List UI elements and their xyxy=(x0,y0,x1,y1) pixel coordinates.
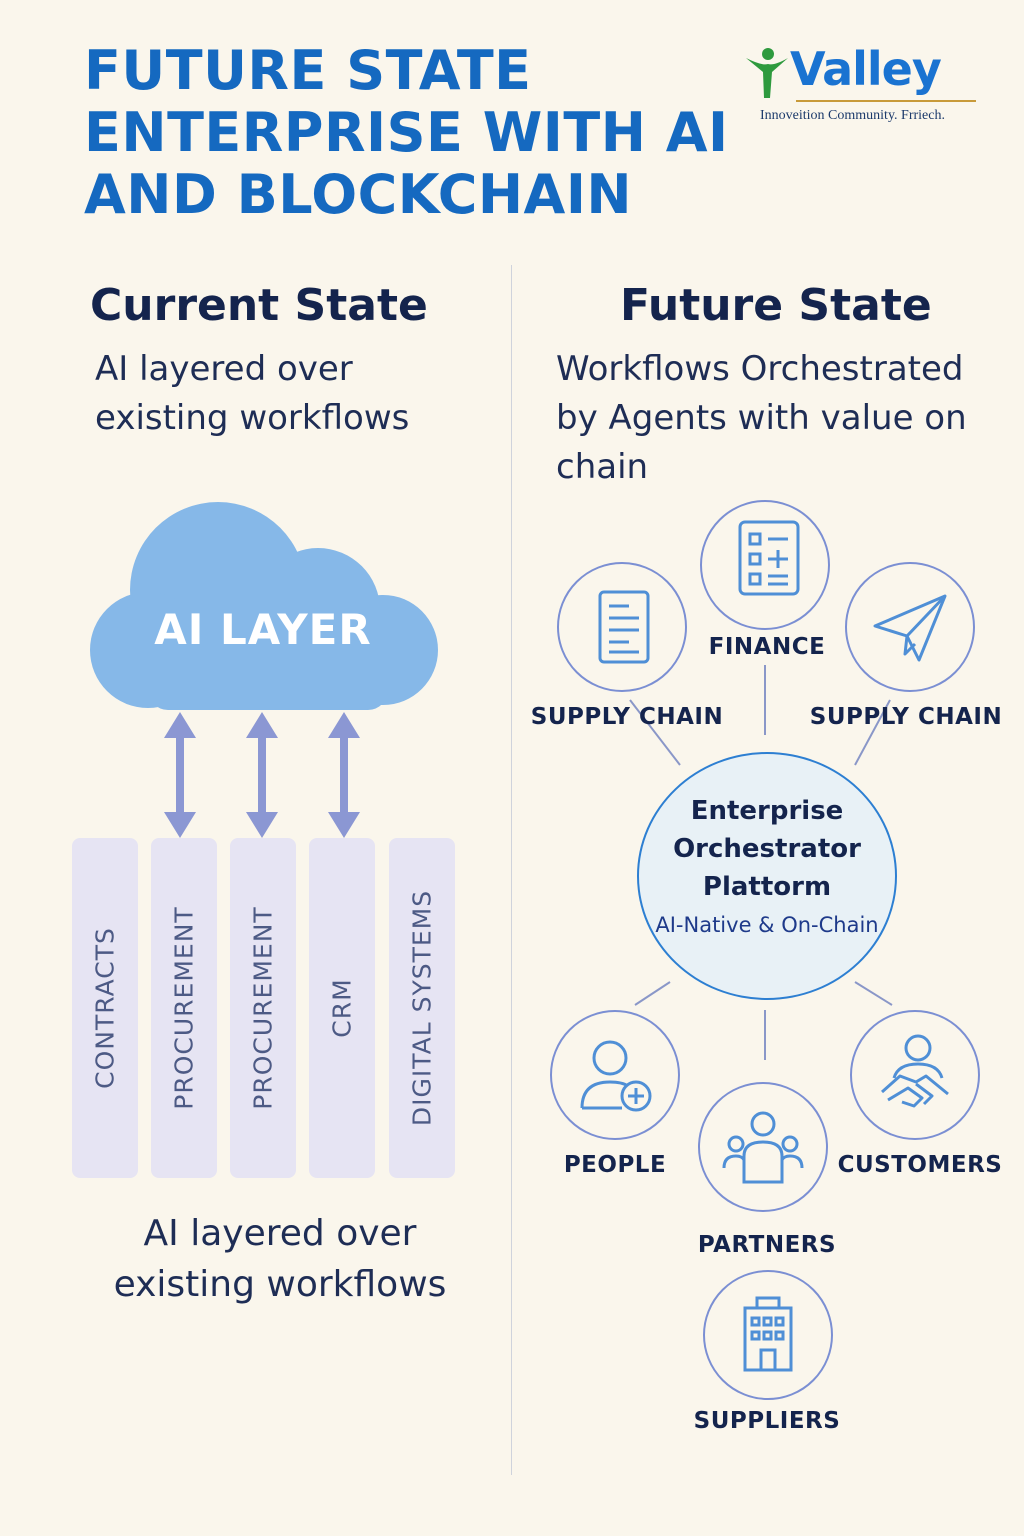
logo-tagline: Innoveition Community. Frriech. xyxy=(760,108,945,123)
current-state-caption: AI layered over existing workflows xyxy=(113,1213,447,1305)
suppliers-node xyxy=(703,1270,833,1400)
people-node xyxy=(550,1010,680,1140)
paper-plane-icon xyxy=(873,594,947,662)
current-state-subtitle: AI layered over existing workflows xyxy=(95,349,410,438)
supply-chain-label-left: SUPPLY CHAIN xyxy=(530,704,724,730)
column-label: DIGITAL SYSTEMS xyxy=(407,889,437,1127)
section-divider xyxy=(511,265,512,1475)
column-label: PROCUREMENT xyxy=(169,906,199,1110)
suppliers-label: SUPPLIERS xyxy=(693,1408,841,1434)
handshake-icon xyxy=(881,1034,949,1108)
building-icon xyxy=(743,1296,793,1372)
page-title: FUTURE STATE ENTERPRISE WITH AI AND BLOC… xyxy=(84,40,729,226)
system-column-crm: CRM xyxy=(309,838,375,1178)
supply-chain-node-right xyxy=(845,562,975,692)
double-arrow-icon xyxy=(164,712,360,838)
logo-underline xyxy=(796,100,976,102)
enterprise-orchestrator-hub: Enterprise Orchestrator Plattorm AI-Nati… xyxy=(637,752,897,1000)
column-label: PROCUREMENT xyxy=(248,906,278,1110)
title-line-1: FUTURE STATE xyxy=(84,39,532,102)
customers-label: CUSTOMERS xyxy=(837,1152,1003,1178)
future-state-subtitle: Workflows Orchestrated by Agents with va… xyxy=(556,349,967,487)
future-state-heading: Future State xyxy=(620,280,932,331)
hub-connector-lines xyxy=(629,665,893,1060)
column-label: CRM xyxy=(327,978,357,1038)
document-icon xyxy=(598,590,650,664)
title-line-3: AND BLOCKCHAIN xyxy=(84,163,633,226)
system-column-procurement-2: PROCUREMENT xyxy=(230,838,296,1178)
ai-layer-label: AI LAYER xyxy=(154,605,372,654)
finance-node xyxy=(700,500,830,630)
system-column-procurement: PROCUREMENT xyxy=(151,838,217,1178)
system-column-digital-systems: DIGITAL SYSTEMS xyxy=(389,838,455,1178)
hub-subtitle: AI-Native & On-Chain xyxy=(655,913,879,937)
supply-chain-label-right: SUPPLY CHAIN xyxy=(809,704,1003,730)
person-logo-icon xyxy=(746,48,788,98)
bidirectional-arrows xyxy=(164,712,360,838)
people-label: PEOPLE xyxy=(563,1152,667,1178)
ai-layer-cloud-icon xyxy=(90,502,438,710)
add-person-icon xyxy=(580,1040,652,1112)
finance-label: FINANCE xyxy=(708,634,826,660)
logo-wordmark: Valley xyxy=(790,42,942,96)
customers-node xyxy=(850,1010,980,1140)
hub-title: Enterprise Orchestrator Plattorm xyxy=(673,796,861,902)
calculator-icon xyxy=(738,520,800,596)
system-column-contracts: CONTRACTS xyxy=(72,838,138,1178)
valley-logo: Valley Innoveition Community. Frriech. xyxy=(740,42,985,132)
partners-node xyxy=(698,1082,828,1212)
title-line-2: ENTERPRISE WITH AI xyxy=(84,101,729,164)
partners-label: PARTNERS xyxy=(697,1232,837,1258)
current-state-heading: Current State xyxy=(90,280,428,331)
column-label: CONTRACTS xyxy=(90,927,120,1089)
supply-chain-node-left xyxy=(557,562,687,692)
team-icon xyxy=(722,1111,804,1184)
